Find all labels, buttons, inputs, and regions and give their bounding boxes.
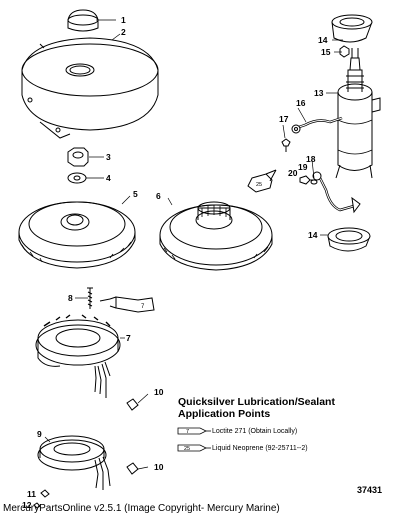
washer-part — [67, 172, 87, 184]
flywheel-b-part — [159, 201, 273, 271]
legend-title-line-2: Application Points — [178, 408, 271, 420]
legend-code-loctite: 7 — [186, 429, 189, 435]
starter-cap-lower-part — [327, 227, 371, 252]
tube-label-neoprene: 25 — [256, 182, 262, 188]
legend-item-neoprene: Liquid Neoprene (92-25711--2) — [212, 445, 308, 452]
ground-cable-part — [312, 171, 361, 214]
copyright-footer: MercuryPartsOnline v2.5.1 (Image Copyrig… — [3, 503, 280, 514]
callout-15: 15 — [321, 47, 331, 57]
callout-10-upper: 10 — [154, 387, 164, 397]
starter-nut-part — [339, 45, 350, 58]
callout-17: 17 — [279, 114, 289, 124]
cable-screw-part — [281, 138, 291, 152]
flywheel-a-part — [18, 201, 136, 269]
callout-13: 13 — [314, 88, 324, 98]
callout-9: 9 — [37, 429, 42, 439]
callout-5: 5 — [133, 189, 138, 199]
starter-cap-upper-part — [331, 14, 373, 43]
starter-cable-part — [291, 116, 343, 134]
legend-title: Quicksilver Lubrication/Sealant Applicat… — [178, 396, 335, 420]
callout-3: 3 — [106, 152, 111, 162]
small-screw-part — [33, 489, 50, 509]
legend-title-line-1: Quicksilver Lubrication/Sealant — [178, 396, 335, 408]
callout-12: 12 — [22, 500, 32, 510]
legend-tube-icon-neoprene — [177, 444, 211, 452]
callout-20: 20 — [288, 168, 298, 178]
callout-8: 8 — [68, 293, 73, 303]
callout-6: 6 — [156, 191, 161, 201]
callout-18: 18 — [306, 154, 316, 164]
tube-label-loctite: 7 — [141, 304, 145, 310]
legend-code-neoprene: 25 — [184, 446, 190, 452]
lock-washer-part — [310, 179, 318, 185]
legend-item-loctite: Loctite 271 (Obtain Locally) — [212, 428, 298, 435]
flywheel-cap-part — [67, 9, 99, 32]
callout-2: 2 — [121, 27, 126, 37]
callout-11: 11 — [27, 489, 36, 499]
callout-7: 7 — [126, 333, 131, 343]
sealant-tube-starter — [247, 169, 277, 193]
flywheel-nut-part — [67, 147, 89, 167]
callout-16: 16 — [296, 98, 306, 108]
stator-part — [35, 314, 121, 398]
starter-motor-part — [335, 48, 381, 179]
callout-4: 4 — [106, 173, 111, 183]
callout-19: 19 — [298, 162, 308, 172]
starter-bolt-part — [299, 175, 316, 185]
trigger-part — [37, 435, 111, 490]
figure-number: 37431 — [357, 485, 383, 495]
callout-14-lower: 14 — [308, 230, 318, 240]
stator-screw-part — [87, 287, 155, 313]
flywheel-cover-part — [21, 37, 159, 139]
callout-1: 1 — [121, 15, 126, 25]
callout-14-upper: 14 — [318, 35, 328, 45]
cable-clamp-lower-part — [126, 462, 139, 475]
callout-10-lower: 10 — [154, 462, 164, 472]
cable-clamp-upper-part — [126, 398, 139, 411]
legend-tube-icon-loctite — [177, 427, 211, 435]
